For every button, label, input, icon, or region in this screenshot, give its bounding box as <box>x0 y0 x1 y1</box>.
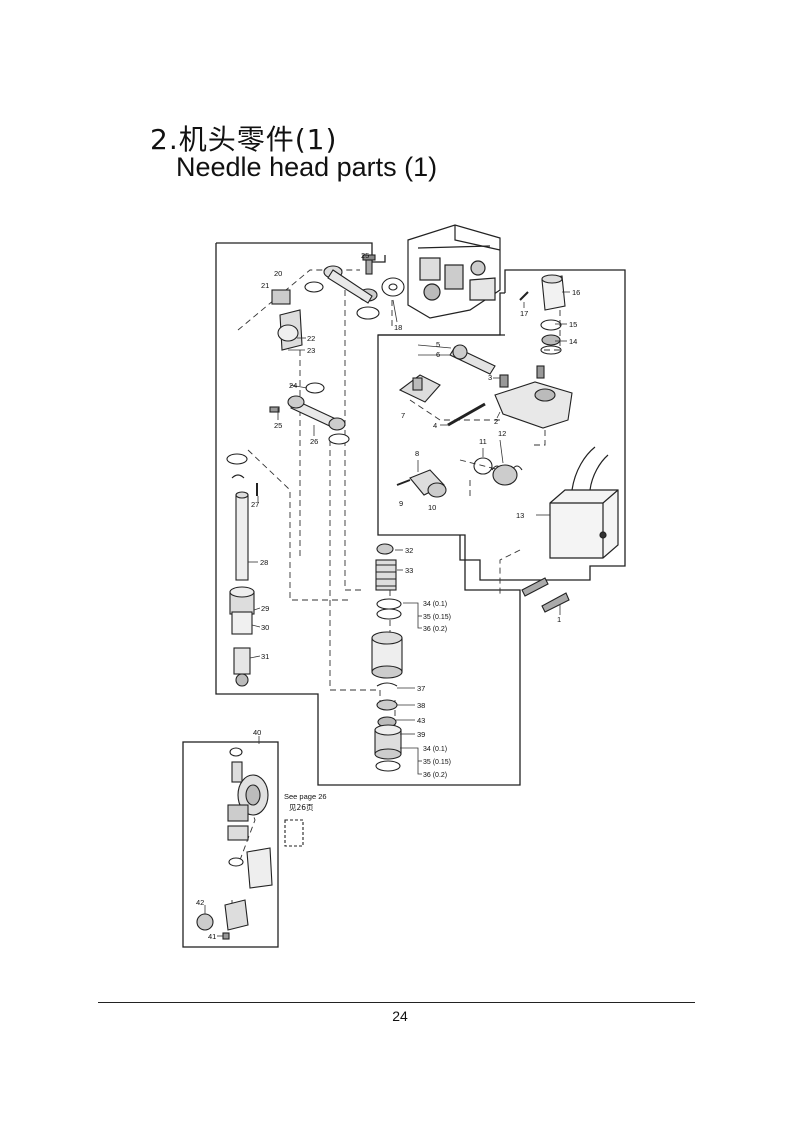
part-label-38: 38 <box>417 701 425 710</box>
part-label-15: 15 <box>569 320 577 329</box>
see-page-note-english: See page 26 <box>284 792 327 801</box>
part-label-33: 33 <box>405 566 413 575</box>
variant-label-upper-35: 35 (0.15) <box>423 614 451 621</box>
see-page-reference: See page 26 见26页 <box>284 792 327 812</box>
variant-label-lower-34: 34 (0.1) <box>423 746 447 753</box>
variant-label-upper-34: 34 (0.1) <box>423 601 447 608</box>
part-label-2: 2 <box>494 417 498 426</box>
part-label-11: 11 <box>479 437 487 446</box>
part-label-12: 12 <box>498 429 506 438</box>
part-label-26: 26 <box>310 437 318 446</box>
part-label-22: 22 <box>307 334 315 343</box>
part-label-9: 9 <box>399 499 403 508</box>
part-label-5: 5 <box>436 340 440 349</box>
part-label-20: 20 <box>274 269 282 278</box>
part-label-21: 21 <box>261 281 269 290</box>
part-label-42: 42 <box>196 898 204 907</box>
variant-label-lower-36: 36 (0.2) <box>423 772 447 779</box>
part-label-25b: 25 <box>274 421 282 430</box>
part-label-31: 31 <box>261 652 269 661</box>
variant-label-lower-35: 35 (0.15) <box>423 759 451 766</box>
part-label-27: 27 <box>251 500 259 509</box>
part-label-8: 8 <box>415 449 419 458</box>
variant-label-upper-36: 36 (0.2) <box>423 626 447 633</box>
solenoid-part-13 <box>549 446 619 559</box>
part-label-14: 14 <box>569 337 577 346</box>
part-label-28: 28 <box>260 558 268 567</box>
part-label-1: 1 <box>557 615 561 624</box>
part-label-18: 18 <box>394 323 402 332</box>
part-label-6: 6 <box>436 350 440 359</box>
part-label-43: 43 <box>417 716 425 725</box>
part-label-32: 32 <box>405 546 413 555</box>
part-label-10: 10 <box>428 503 436 512</box>
part-label-16: 16 <box>572 288 580 297</box>
part-label-30: 30 <box>261 623 269 632</box>
part-label-3: 3 <box>488 373 492 382</box>
section-title-chinese: 2.机头零件(1) <box>150 123 338 156</box>
machine-parts <box>196 254 573 940</box>
part-label-24: 24 <box>289 381 297 390</box>
part-label-17: 17 <box>520 309 528 318</box>
part-label-23: 23 <box>307 346 315 355</box>
frame-outlines <box>182 242 626 948</box>
part-label-39: 39 <box>417 730 425 739</box>
machine-head-casting <box>407 224 501 319</box>
variant-labels: 34 (0.1) 35 (0.15) 36 (0.2) 34 (0.1) 35 … <box>423 601 451 779</box>
part-label-29: 29 <box>261 604 269 613</box>
footer-divider <box>98 1002 695 1003</box>
see-page-note-chinese: 见26页 <box>289 803 314 812</box>
leader-lines <box>204 291 570 937</box>
part-label-7: 7 <box>401 411 405 420</box>
part-label-13: 13 <box>516 511 524 520</box>
page-number: 24 <box>392 1008 408 1024</box>
part-label-37: 37 <box>417 684 425 693</box>
part-number-labels: 1 2 3 4 5 6 7 8 9 10 11 12 13 14 15 16 1… <box>196 251 580 941</box>
part-label-40: 40 <box>253 728 261 737</box>
assembly-lines <box>231 269 561 930</box>
part-label-41: 41 <box>208 932 216 941</box>
part-label-4: 4 <box>433 421 437 430</box>
part-label-25a: 25 <box>361 251 369 260</box>
section-title-english: Needle head parts (1) <box>176 152 438 182</box>
